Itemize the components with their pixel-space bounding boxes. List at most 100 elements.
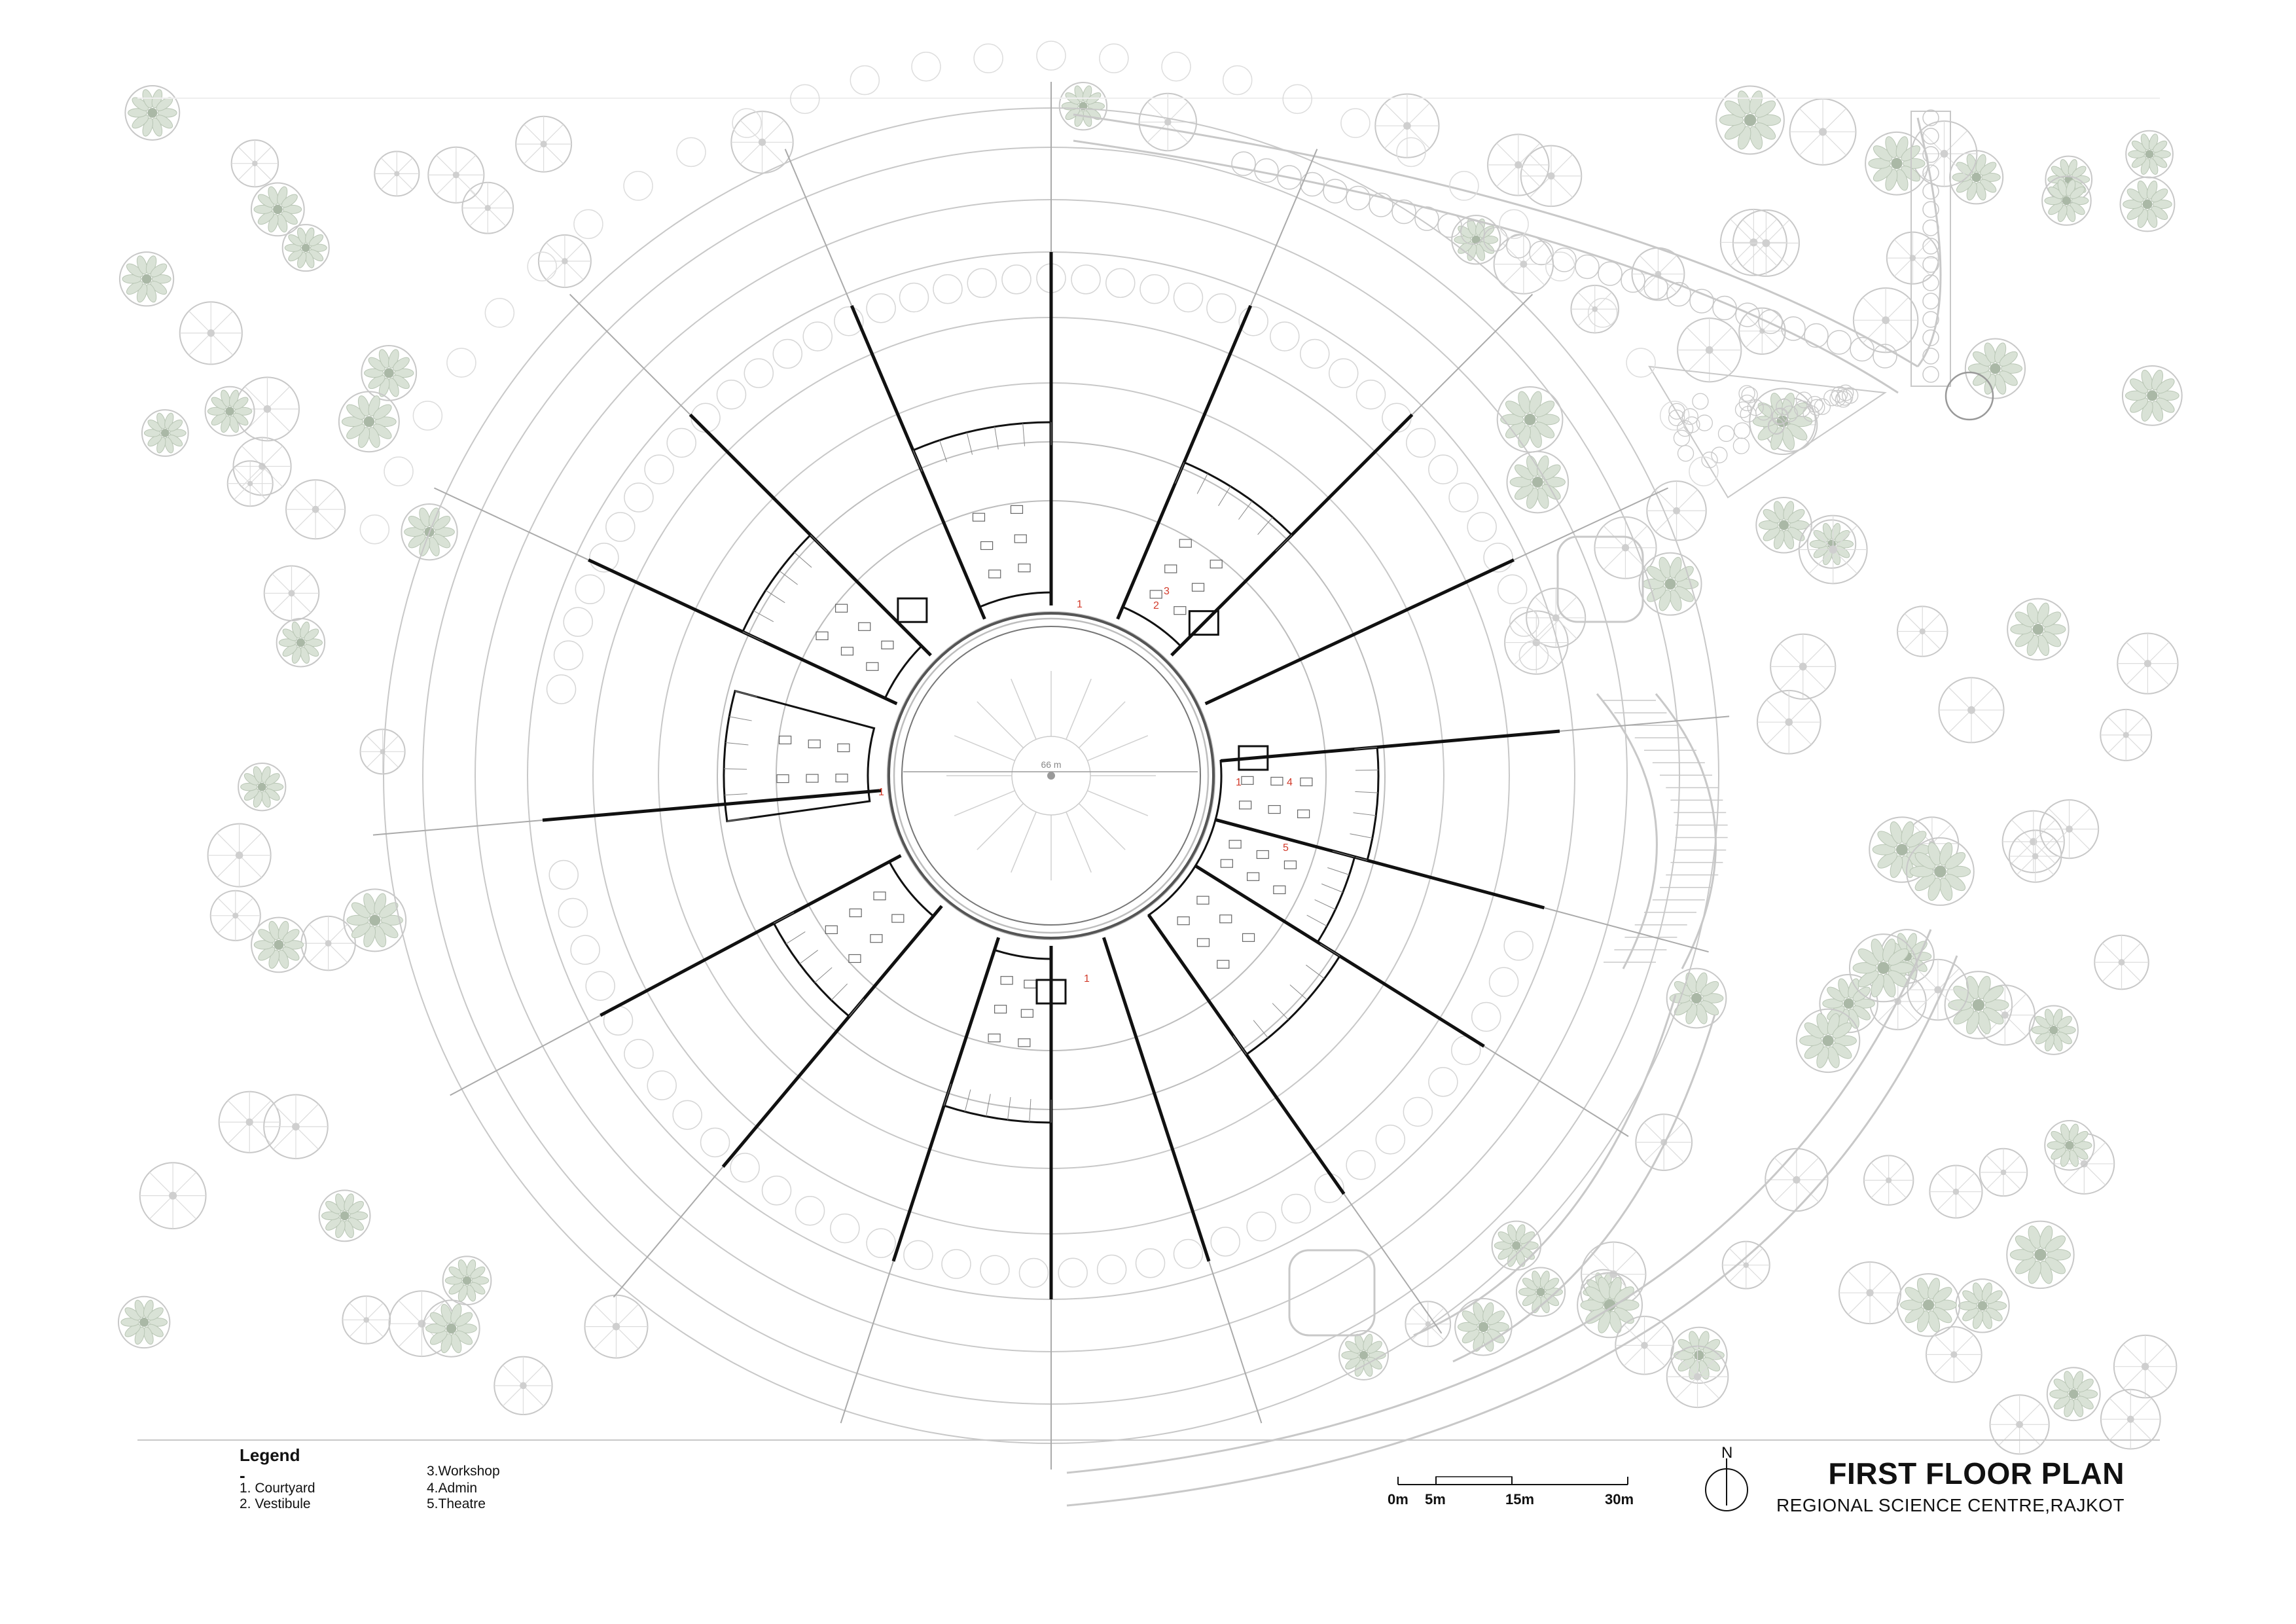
ring-tree xyxy=(1355,380,1386,410)
tree-icon xyxy=(124,84,181,141)
ring-tree xyxy=(730,1153,760,1183)
tree-icon xyxy=(343,888,407,952)
legend-item-theatre: 5.Theatre xyxy=(427,1496,486,1511)
tree-icon xyxy=(1635,1113,1693,1171)
radial-wall-extension xyxy=(1513,487,1668,561)
ring-tree xyxy=(676,137,706,168)
ring-tree xyxy=(1206,293,1236,323)
ring-tree xyxy=(866,1228,896,1258)
ring-tree xyxy=(732,108,762,138)
ring-tree xyxy=(1173,1238,1204,1269)
tree-icon xyxy=(2117,632,2179,695)
ring-tree xyxy=(1135,1248,1166,1278)
tree-icon xyxy=(1770,633,1837,700)
tree-icon xyxy=(1646,480,1707,541)
radial-wall-extension xyxy=(1544,907,1709,953)
room-tag: 4 xyxy=(1287,777,1293,788)
tree-icon xyxy=(230,139,279,188)
tree-icon xyxy=(1496,386,1564,453)
tree-icon xyxy=(2100,708,2153,761)
workshop-room xyxy=(912,421,1052,609)
ring-tree xyxy=(1545,251,1575,281)
access-road xyxy=(1066,109,1958,1507)
tree-icon xyxy=(300,915,356,971)
ring-tree xyxy=(866,293,896,323)
ring-tree xyxy=(1467,512,1497,542)
tree-icon xyxy=(359,729,406,775)
courtyard-pattern xyxy=(1066,812,1092,873)
tree-icon xyxy=(1487,134,1550,196)
radial-wall xyxy=(1102,937,1211,1262)
ring-tree xyxy=(1375,1125,1406,1155)
ring-tree xyxy=(589,543,619,573)
courtyard-center xyxy=(1047,772,1055,780)
ring-tree xyxy=(563,607,593,637)
ring-tree xyxy=(1328,358,1359,388)
ring-tree xyxy=(1282,84,1312,115)
tree-icon xyxy=(2100,1388,2161,1450)
tree-icon xyxy=(1938,677,2005,744)
tree-icon xyxy=(1896,1272,1961,1337)
tree-icon xyxy=(1865,131,1929,196)
tree-icon xyxy=(1615,1316,1674,1375)
tree-icon xyxy=(1338,1329,1389,1380)
legend-title: Legend - xyxy=(240,1445,300,1485)
ring-tree xyxy=(624,1039,654,1069)
legend-item-workshop: 3.Workshop xyxy=(427,1464,500,1479)
tree-icon xyxy=(1577,1272,1643,1339)
tree-icon xyxy=(250,182,305,237)
workshop-room xyxy=(772,860,935,1018)
ring-tree xyxy=(1626,348,1656,378)
tree-icon xyxy=(139,1162,207,1230)
ring-tree xyxy=(527,251,557,281)
tree-icon xyxy=(263,1094,329,1160)
ring-tree xyxy=(1509,607,1539,637)
ring-tree xyxy=(1689,456,1719,486)
tree-icon xyxy=(1989,1394,2050,1455)
tree-icon xyxy=(209,890,261,941)
workshop-room xyxy=(942,948,1052,1124)
ring-tree xyxy=(624,482,654,513)
ring-tree xyxy=(1299,338,1330,369)
tree-icon xyxy=(1964,338,2026,399)
tree-icon xyxy=(1520,145,1583,208)
ring xyxy=(893,617,1210,934)
workshop-room xyxy=(723,689,876,823)
courtyard-pattern xyxy=(1066,678,1092,740)
north-label: N xyxy=(1721,1444,1733,1462)
ring-tree xyxy=(911,51,941,82)
admin-room xyxy=(1214,746,1380,862)
tree-icon xyxy=(1863,1155,1914,1206)
tree-icon xyxy=(2039,799,2100,859)
tree-icon xyxy=(442,1255,492,1306)
tree-icon xyxy=(1506,450,1570,514)
tree-icon xyxy=(1570,285,1619,334)
amphitheatre-strip xyxy=(1596,693,1728,969)
workshop-room xyxy=(741,533,924,700)
ring-tree xyxy=(1071,264,1101,295)
site-context xyxy=(117,81,2183,1507)
tree-icon xyxy=(342,1295,391,1344)
tree-icon xyxy=(285,479,346,540)
tree-icon xyxy=(251,916,307,973)
ring-tree xyxy=(484,298,515,328)
ring-tree xyxy=(980,1255,1010,1285)
ring-tree xyxy=(1036,41,1066,71)
radial-wall-extension xyxy=(372,819,543,836)
tree-icon xyxy=(361,345,418,401)
tree-icon xyxy=(2125,130,2174,179)
ring-tree xyxy=(1099,43,1129,73)
ring-tree xyxy=(1406,427,1436,458)
ring-tree xyxy=(1488,967,1519,997)
room-tag: 1 xyxy=(1077,599,1083,610)
scale-segment xyxy=(1435,1476,1513,1485)
courtyard-pattern xyxy=(1011,812,1037,873)
tree-icon xyxy=(1732,209,1800,277)
courtyard-ring xyxy=(888,612,1215,939)
tree-icon xyxy=(1905,837,1975,906)
tree-icon xyxy=(281,224,330,272)
ring-tree xyxy=(941,1249,971,1279)
ring-tree xyxy=(605,512,636,542)
ring-tree xyxy=(672,1100,702,1130)
tree-icon xyxy=(1907,958,1969,1021)
